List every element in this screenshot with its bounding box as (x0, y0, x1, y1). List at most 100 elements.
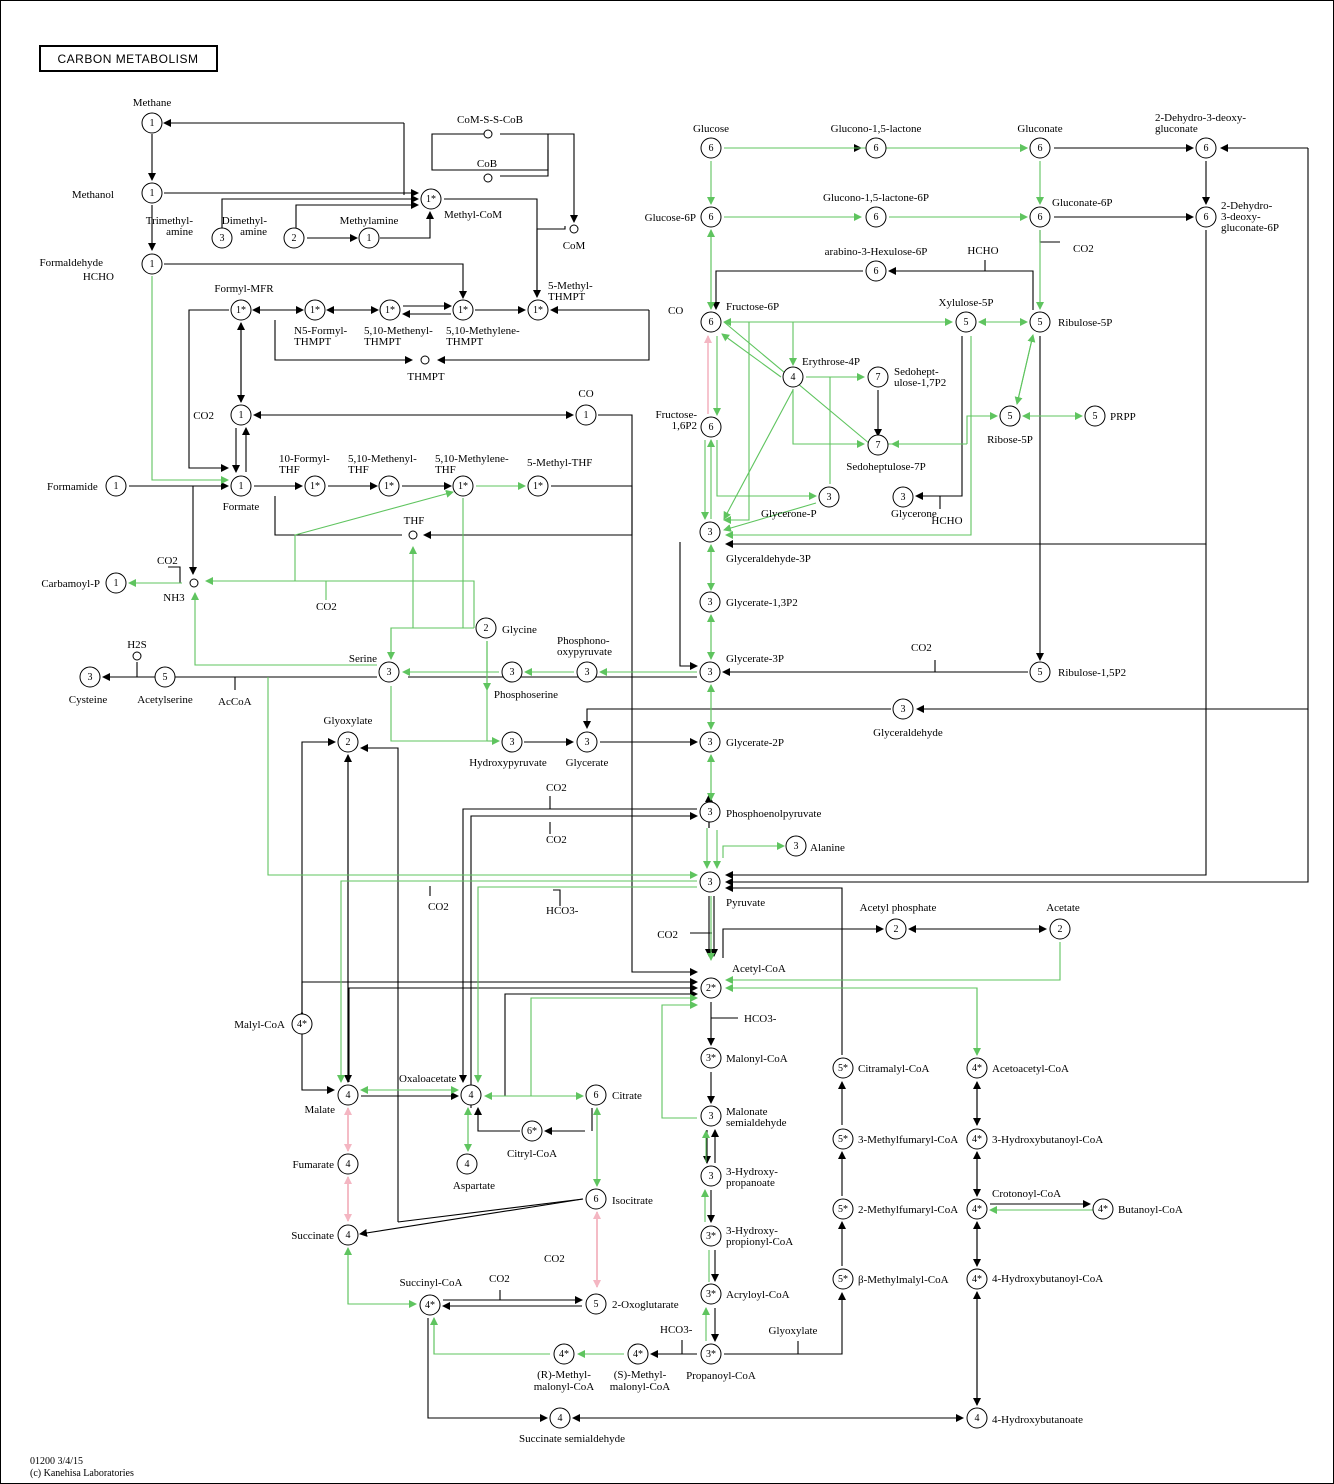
enzyme-node[interactable]: 3 (700, 1105, 722, 1127)
enzyme-node[interactable]: 2 (283, 227, 305, 249)
enzyme-node[interactable]: 3 (699, 661, 721, 683)
enzyme-node[interactable]: 4* (966, 1268, 988, 1290)
enzyme-node-circle[interactable] (699, 591, 721, 613)
enzyme-node[interactable]: 4 (549, 1407, 571, 1429)
enzyme-node[interactable]: 6 (1029, 206, 1051, 228)
enzyme-node[interactable]: 1 (141, 182, 163, 204)
enzyme-node-circle[interactable] (141, 182, 163, 204)
enzyme-node-circle[interactable] (1049, 918, 1071, 940)
enzyme-node[interactable]: 1* (304, 475, 326, 497)
enzyme-node-circle[interactable] (699, 661, 721, 683)
enzyme-node-circle[interactable] (700, 416, 722, 438)
enzyme-node-circle[interactable] (700, 1047, 722, 1069)
enzyme-node-circle[interactable] (966, 1407, 988, 1429)
enzyme-node-circle[interactable] (966, 1198, 988, 1220)
enzyme-node-circle[interactable] (585, 1293, 607, 1315)
enzyme-node-circle[interactable] (475, 617, 497, 639)
enzyme-node-circle[interactable] (885, 918, 907, 940)
enzyme-node-circle[interactable] (892, 486, 914, 508)
enzyme-node[interactable]: 2 (885, 918, 907, 940)
enzyme-node[interactable]: 3 (892, 698, 914, 720)
enzyme-node-circle[interactable] (1084, 405, 1106, 427)
enzyme-node-circle[interactable] (549, 1407, 571, 1429)
enzyme-node-circle[interactable] (79, 666, 101, 688)
enzyme-node-circle[interactable] (818, 486, 840, 508)
enzyme-node[interactable]: 1* (378, 475, 400, 497)
enzyme-node[interactable]: 1 (105, 475, 127, 497)
enzyme-node-circle[interactable] (141, 112, 163, 134)
enzyme-node[interactable]: 1 (358, 227, 380, 249)
enzyme-node[interactable]: 6* (521, 1120, 543, 1142)
enzyme-node-circle[interactable] (230, 299, 252, 321)
enzyme-node[interactable]: 4* (966, 1198, 988, 1220)
enzyme-node[interactable]: 4 (456, 1153, 478, 1175)
enzyme-node[interactable]: 3 (699, 521, 721, 543)
enzyme-node-circle[interactable] (699, 731, 721, 753)
enzyme-node-circle[interactable] (700, 1165, 722, 1187)
enzyme-node-circle[interactable] (832, 1057, 854, 1079)
enzyme-node-circle[interactable] (460, 1084, 482, 1106)
compound-dot[interactable] (569, 224, 579, 234)
enzyme-node[interactable]: 2 (475, 617, 497, 639)
compound-dot[interactable] (189, 578, 199, 588)
enzyme-node[interactable]: 6 (1195, 137, 1217, 159)
enzyme-node-circle[interactable] (966, 1128, 988, 1150)
enzyme-node[interactable]: 1 (105, 572, 127, 594)
enzyme-node-circle[interactable] (379, 299, 401, 321)
enzyme-node-circle[interactable] (1092, 1198, 1114, 1220)
enzyme-node[interactable]: 1* (304, 299, 326, 321)
enzyme-node-circle[interactable] (230, 404, 252, 426)
enzyme-node-circle[interactable] (358, 227, 380, 249)
enzyme-node[interactable]: 4 (337, 1224, 359, 1246)
enzyme-node[interactable]: 5 (154, 666, 176, 688)
enzyme-node-circle[interactable] (501, 661, 523, 683)
enzyme-node[interactable]: 3 (378, 661, 400, 683)
enzyme-node-circle[interactable] (867, 366, 889, 388)
enzyme-node[interactable]: 1* (230, 299, 252, 321)
enzyme-node[interactable]: 5* (832, 1198, 854, 1220)
enzyme-node-circle[interactable] (527, 475, 549, 497)
enzyme-node[interactable]: 5 (1084, 405, 1106, 427)
enzyme-node[interactable]: 6 (1029, 137, 1051, 159)
enzyme-node-circle[interactable] (452, 299, 474, 321)
enzyme-node-circle[interactable] (785, 835, 807, 857)
enzyme-node[interactable]: 3 (576, 731, 598, 753)
enzyme-node-circle[interactable] (553, 1343, 575, 1365)
enzyme-node-circle[interactable] (291, 1013, 313, 1035)
enzyme-node-circle[interactable] (865, 137, 887, 159)
enzyme-node-circle[interactable] (832, 1268, 854, 1290)
enzyme-node-circle[interactable] (892, 698, 914, 720)
enzyme-node-circle[interactable] (230, 475, 252, 497)
enzyme-node[interactable]: 3 (699, 731, 721, 753)
enzyme-node[interactable]: 4* (553, 1343, 575, 1365)
enzyme-node[interactable]: 4 (337, 1153, 359, 1175)
enzyme-node-circle[interactable] (1029, 206, 1051, 228)
enzyme-node[interactable]: 1 (230, 475, 252, 497)
enzyme-node-circle[interactable] (105, 475, 127, 497)
enzyme-node-circle[interactable] (105, 572, 127, 594)
enzyme-node-circle[interactable] (154, 666, 176, 688)
enzyme-node-circle[interactable] (999, 405, 1021, 427)
enzyme-node-circle[interactable] (700, 206, 722, 228)
enzyme-node[interactable]: 4* (419, 1294, 441, 1316)
enzyme-node-circle[interactable] (1195, 206, 1217, 228)
enzyme-node[interactable]: 1* (452, 475, 474, 497)
enzyme-node[interactable]: 1* (420, 188, 442, 210)
enzyme-node-circle[interactable] (337, 1153, 359, 1175)
enzyme-node-circle[interactable] (420, 188, 442, 210)
enzyme-node[interactable]: 3 (501, 661, 523, 683)
enzyme-node[interactable]: 6 (700, 206, 722, 228)
enzyme-node-circle[interactable] (700, 1283, 722, 1305)
enzyme-node[interactable]: 5* (832, 1057, 854, 1079)
enzyme-node[interactable]: 7 (867, 366, 889, 388)
enzyme-node[interactable]: 4* (1092, 1198, 1114, 1220)
enzyme-node[interactable]: 4 (966, 1407, 988, 1429)
enzyme-node-circle[interactable] (576, 661, 598, 683)
enzyme-node[interactable]: 7 (867, 434, 889, 456)
enzyme-node-circle[interactable] (1029, 137, 1051, 159)
enzyme-node-circle[interactable] (211, 227, 233, 249)
compound-dot[interactable] (420, 355, 430, 365)
enzyme-node-circle[interactable] (419, 1294, 441, 1316)
enzyme-node[interactable]: 1* (527, 475, 549, 497)
enzyme-node-circle[interactable] (337, 731, 359, 753)
